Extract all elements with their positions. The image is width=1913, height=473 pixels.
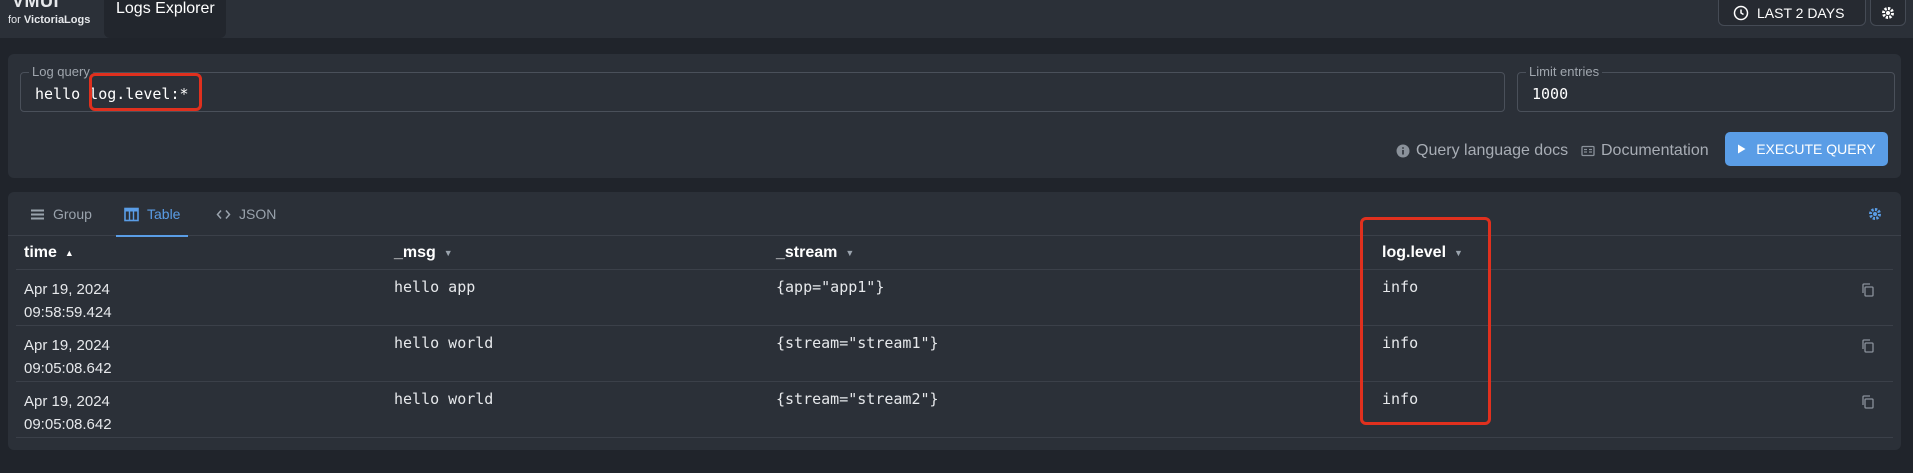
cell-log-level: info bbox=[1382, 390, 1419, 408]
tab-table[interactable]: Table bbox=[116, 192, 189, 237]
cell-stream: {stream="stream1"} bbox=[776, 334, 939, 352]
clock-icon bbox=[1733, 5, 1749, 21]
cell-stream: {app="app1"} bbox=[776, 278, 885, 296]
documentation-label: Documentation bbox=[1601, 142, 1709, 159]
log-query-input[interactable]: hello log.level:* bbox=[35, 85, 189, 103]
column-header-log-level[interactable]: log.level ▼ bbox=[1382, 244, 1463, 262]
cell-msg: hello world bbox=[394, 390, 494, 408]
column-header-msg[interactable]: _msg ▼ bbox=[394, 244, 453, 262]
results-panel: Group Table JSON time ▲ _msg ▼ _stream ▼… bbox=[8, 192, 1901, 450]
column-header-stream[interactable]: _stream ▼ bbox=[776, 244, 854, 262]
column-header-stream-label: _stream bbox=[776, 244, 838, 261]
sort-desc-icon: ▼ bbox=[1454, 248, 1463, 258]
cell-log-level: info bbox=[1382, 334, 1419, 352]
cell-log-level: info bbox=[1382, 278, 1419, 296]
column-header-log-level-label: log.level bbox=[1382, 244, 1447, 261]
time-range-label: LAST 2 DAYS bbox=[1757, 5, 1845, 21]
log-query-label: Log query bbox=[29, 64, 93, 80]
sort-desc-icon: ▼ bbox=[845, 248, 855, 258]
query-panel: Log query hello log.level:* Limit entrie… bbox=[8, 54, 1901, 178]
table-header-divider bbox=[16, 269, 1893, 270]
tab-group-label: Group bbox=[53, 206, 92, 222]
copy-icon[interactable] bbox=[1860, 282, 1876, 298]
nav-logs-explorer[interactable]: Logs Explorer bbox=[104, 0, 226, 38]
table-settings-gear-icon[interactable] bbox=[1867, 206, 1883, 222]
copy-icon[interactable] bbox=[1860, 394, 1876, 410]
log-query-field[interactable]: Log query hello log.level:* bbox=[20, 64, 1505, 112]
execute-query-button[interactable]: EXECUTE QUERY bbox=[1725, 132, 1888, 166]
column-header-time-label: time bbox=[24, 244, 57, 261]
app-header: VMUI for VictoriaLogs Logs Explorer LAST… bbox=[0, 0, 1913, 38]
code-icon bbox=[216, 209, 231, 219]
logo[interactable]: VMUI for VictoriaLogs bbox=[8, 0, 98, 38]
tab-table-label: Table bbox=[147, 206, 181, 222]
query-docs-link[interactable]: Query language docs bbox=[1396, 142, 1568, 160]
settings-button[interactable] bbox=[1870, 0, 1906, 26]
limit-entries-field[interactable]: Limit entries 1000 bbox=[1517, 64, 1895, 112]
execute-query-label: EXECUTE QUERY bbox=[1756, 141, 1876, 157]
documentation-link[interactable]: Documentation bbox=[1581, 142, 1709, 160]
logo-vm-text: VMUI bbox=[12, 0, 59, 11]
tab-json-label: JSON bbox=[239, 206, 277, 222]
view-tabs: Group Table JSON bbox=[8, 192, 1901, 237]
limit-entries-input[interactable]: 1000 bbox=[1532, 85, 1569, 103]
gear-icon bbox=[1882, 7, 1894, 19]
query-docs-label: Query language docs bbox=[1416, 142, 1569, 159]
sort-asc-icon: ▲ bbox=[64, 248, 74, 258]
time-range-button[interactable]: LAST 2 DAYS bbox=[1718, 0, 1866, 26]
info-icon bbox=[1396, 144, 1410, 158]
cell-msg: hello app bbox=[394, 278, 476, 296]
column-header-time[interactable]: time ▲ bbox=[24, 244, 74, 262]
copy-icon[interactable] bbox=[1860, 338, 1876, 354]
cell-msg: hello world bbox=[394, 334, 494, 352]
book-icon bbox=[1581, 145, 1595, 157]
list-icon bbox=[31, 209, 44, 219]
sort-desc-icon: ▼ bbox=[443, 248, 453, 258]
limit-entries-label: Limit entries bbox=[1526, 64, 1603, 80]
play-icon bbox=[1738, 144, 1746, 154]
table-icon bbox=[124, 207, 139, 221]
cell-stream: {stream="stream2"} bbox=[776, 390, 939, 408]
column-header-msg-label: _msg bbox=[394, 244, 436, 261]
active-tab-indicator bbox=[116, 235, 189, 237]
logo-subtitle: for VictoriaLogs bbox=[8, 14, 91, 26]
tab-group[interactable]: Group bbox=[30, 192, 92, 236]
tab-json[interactable]: JSON bbox=[216, 192, 276, 236]
